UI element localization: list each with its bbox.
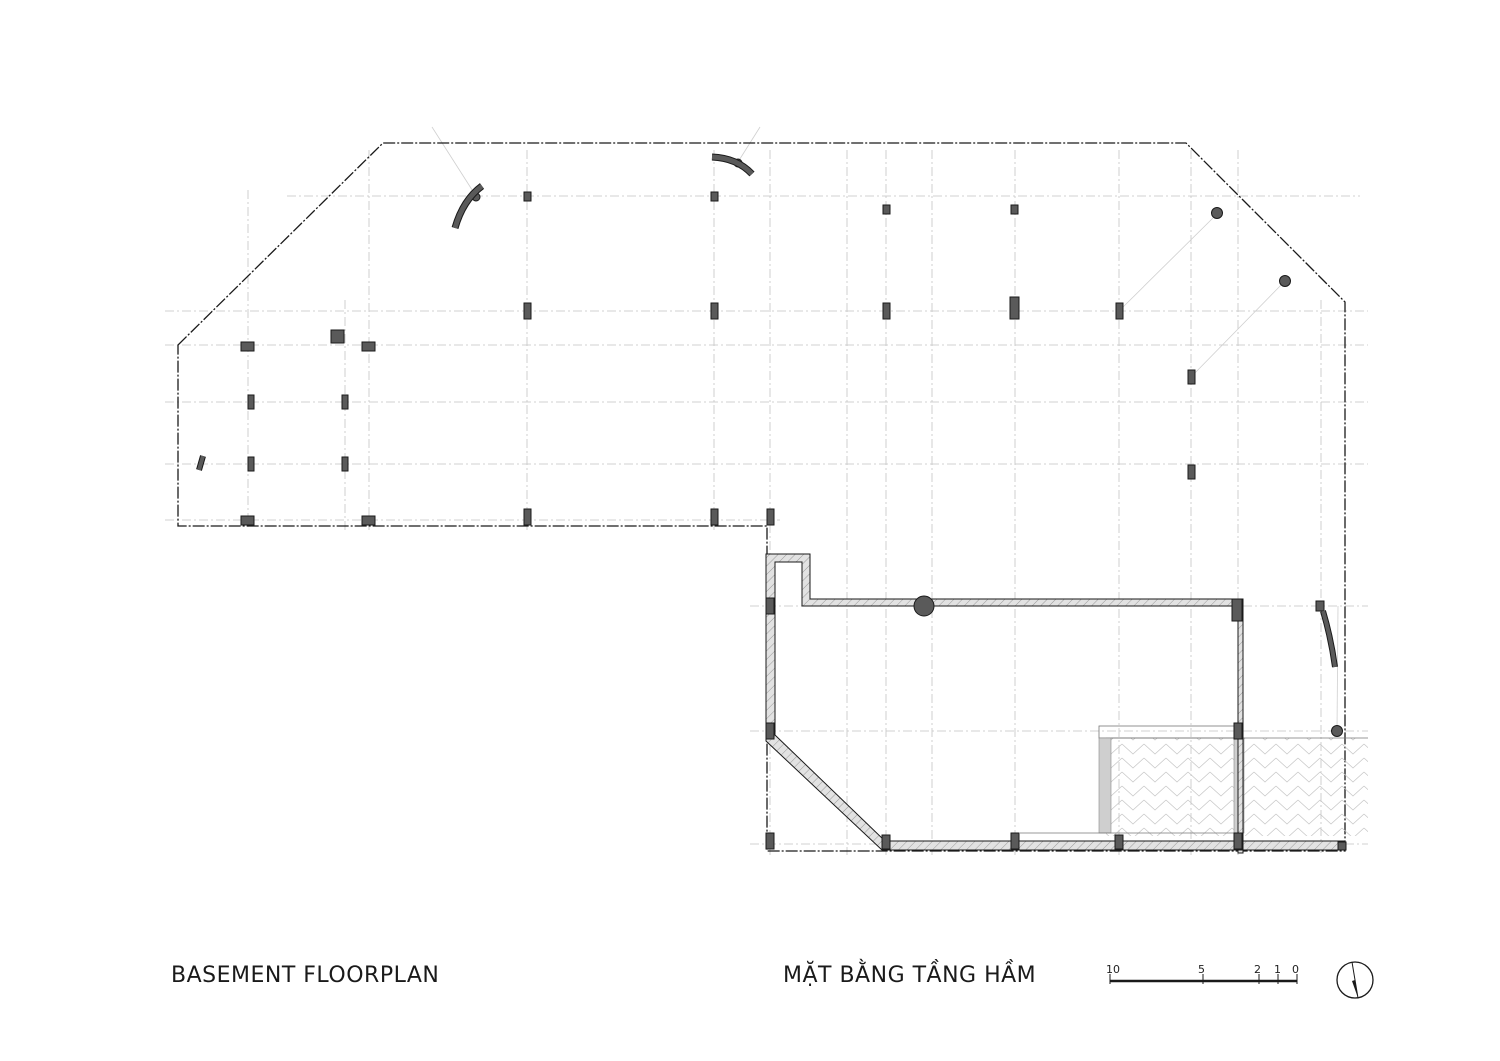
column (882, 204, 891, 215)
column (1231, 598, 1243, 622)
column (765, 832, 775, 850)
column (1337, 841, 1347, 851)
column (1009, 296, 1020, 320)
column (765, 597, 775, 615)
scale-label: 10 (1106, 963, 1120, 976)
guide-lines (431, 126, 1339, 732)
column (361, 515, 376, 526)
title-vietnamese: MẶT BẰNG TẦNG HẦM (783, 963, 1037, 988)
column (240, 515, 255, 526)
column (523, 191, 532, 202)
north-arrow-icon (1336, 961, 1374, 999)
scale-label: 5 (1198, 963, 1205, 976)
curved-walls (196, 153, 1338, 668)
ramp (1020, 725, 1368, 836)
scale-label: 2 (1254, 963, 1261, 976)
round-column (913, 595, 935, 617)
column (881, 834, 891, 850)
column (1010, 832, 1020, 850)
round-column (1279, 275, 1291, 287)
column (1233, 722, 1243, 740)
column (330, 329, 345, 344)
column (240, 341, 255, 352)
column (710, 508, 719, 526)
column (710, 302, 719, 320)
round-column (1331, 725, 1343, 737)
site-boundary (177, 142, 1346, 852)
scale-bar: 10 5 2 1 0 (1106, 963, 1299, 984)
column (1114, 834, 1124, 850)
column (341, 394, 349, 410)
column (1115, 302, 1124, 320)
column (710, 191, 719, 202)
column (247, 394, 255, 410)
column (882, 302, 891, 320)
column (1187, 464, 1196, 480)
round-column (1211, 207, 1223, 219)
column (523, 508, 532, 526)
column (523, 302, 532, 320)
column (1010, 204, 1019, 215)
column (765, 722, 775, 740)
column (766, 508, 775, 526)
scale-label: 0 (1292, 963, 1299, 976)
column (1233, 832, 1243, 850)
column (1187, 369, 1196, 385)
scale-label: 1 (1274, 963, 1281, 976)
title-english: BASEMENT FLOORPLAN (171, 963, 440, 988)
column (247, 456, 255, 472)
column (341, 456, 349, 472)
column (361, 341, 376, 352)
lower-enclosure-walls (765, 553, 1346, 854)
column (1315, 600, 1325, 612)
structural-columns (240, 158, 1347, 851)
